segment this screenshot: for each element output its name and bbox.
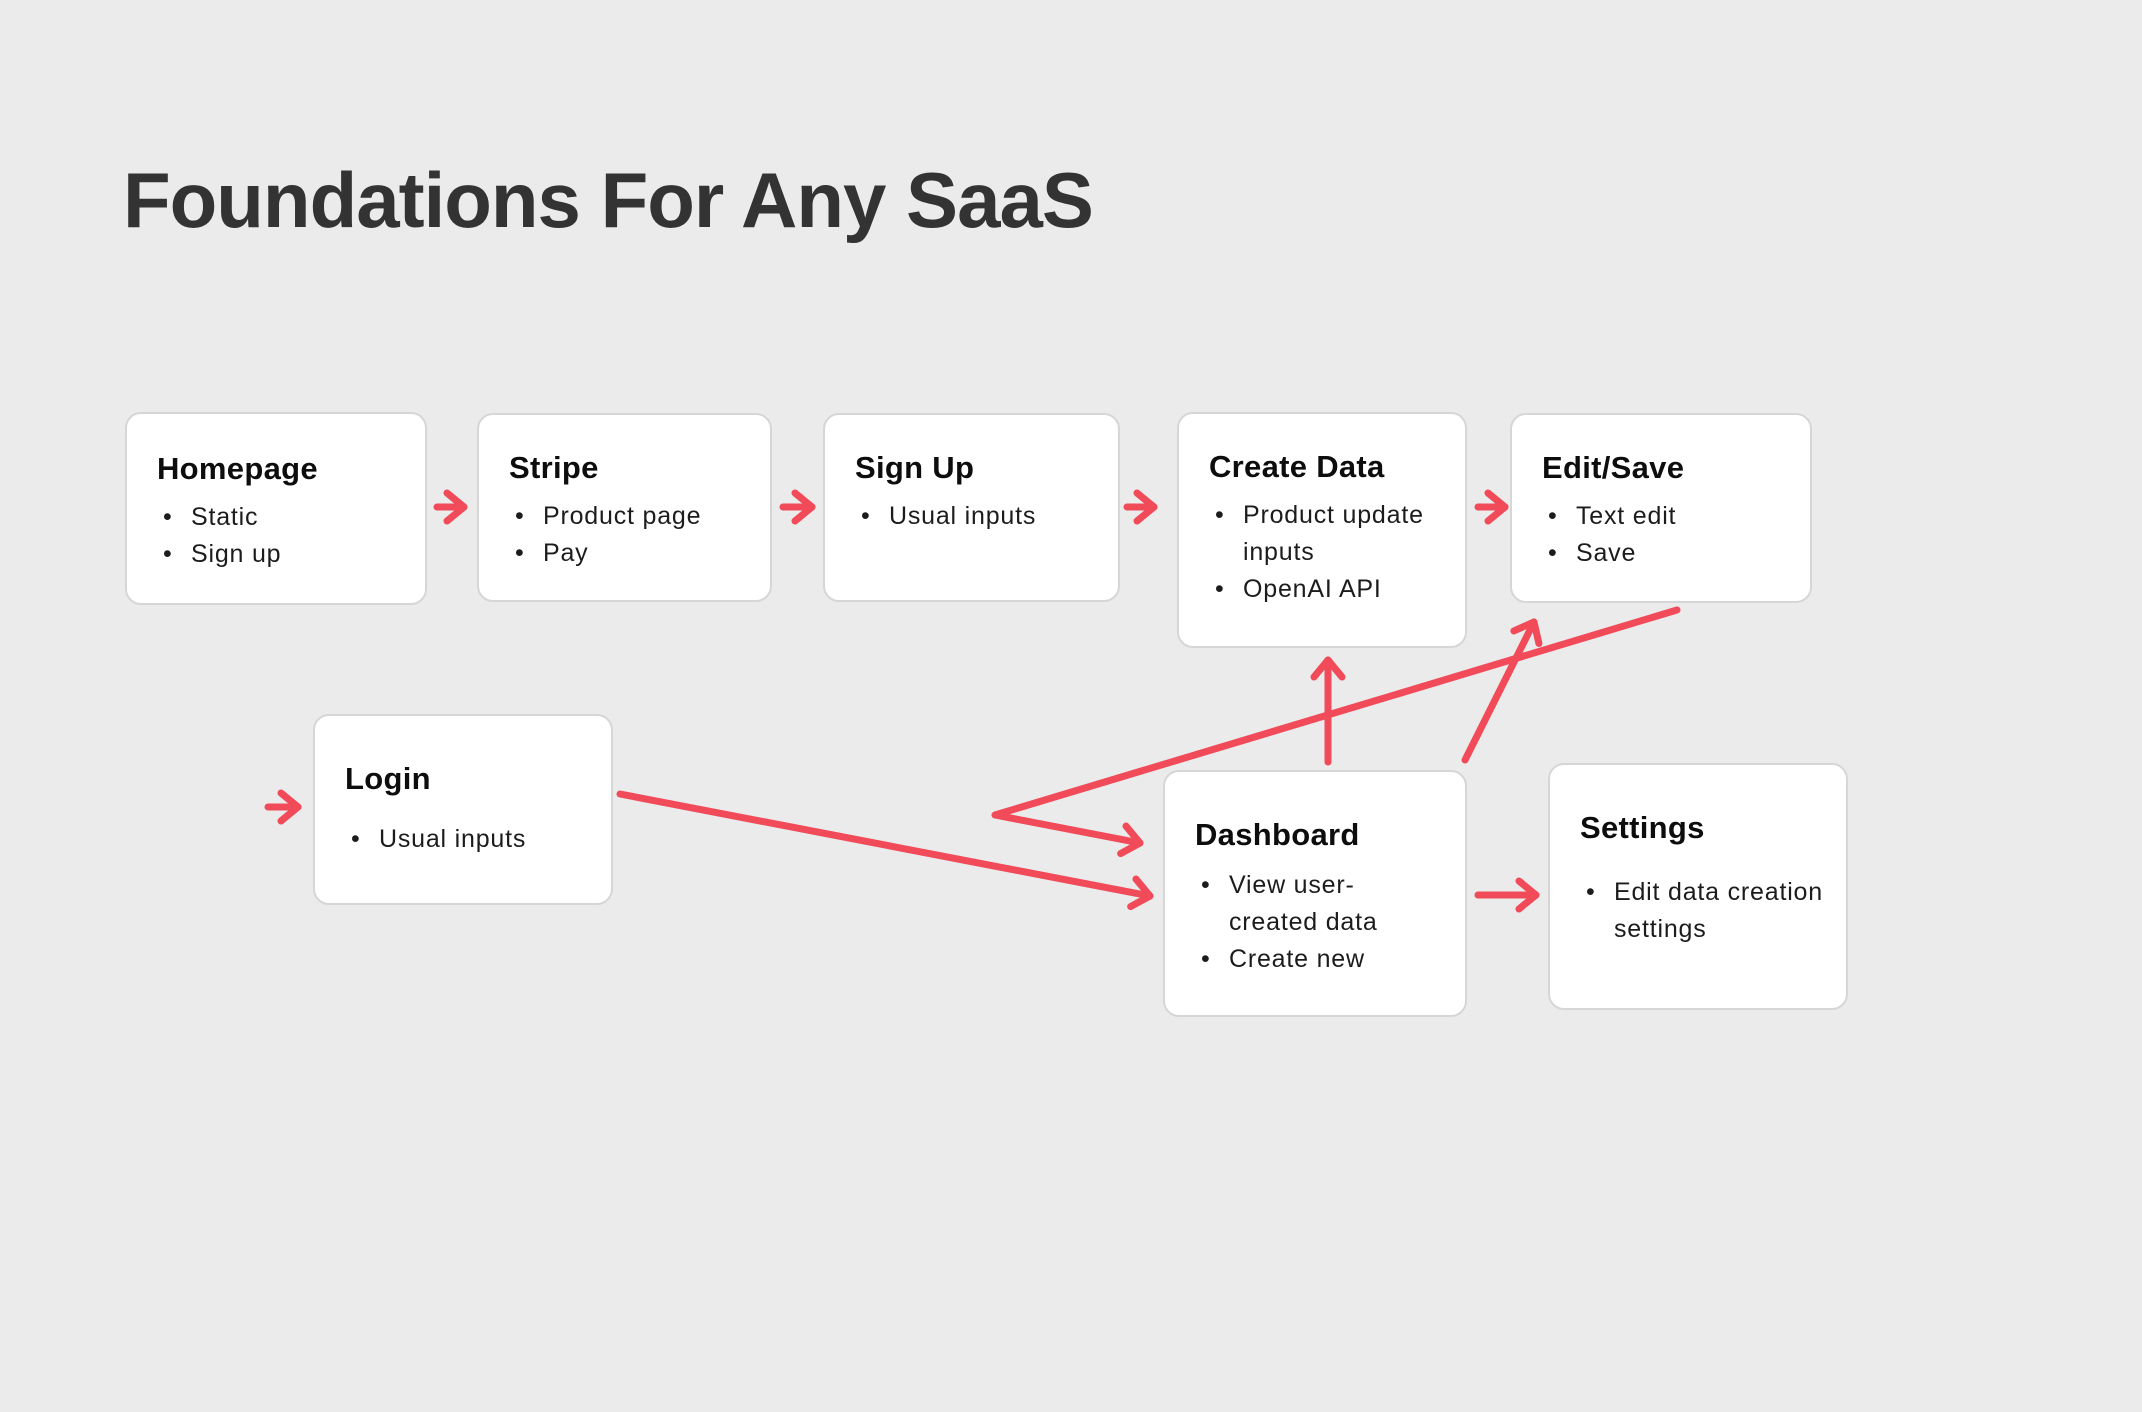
bullet-item: Save xyxy=(1542,535,1786,572)
page-title: Foundations For Any SaaS xyxy=(123,156,1094,244)
node-bullets: Usual inputs xyxy=(345,821,587,858)
node-title: Login xyxy=(345,761,431,796)
bullet-item: Pay xyxy=(509,535,746,572)
node-title: Homepage xyxy=(157,451,318,486)
node-homepage[interactable]: Homepage Static Sign up xyxy=(125,412,427,605)
node-title: Settings xyxy=(1580,810,1705,845)
node-bullets: Text edit Save xyxy=(1542,498,1786,572)
bullet-item: Static xyxy=(157,499,401,536)
node-login[interactable]: Login Usual inputs xyxy=(313,714,613,905)
arrow-dashboard-editsave xyxy=(1461,618,1543,764)
node-title: Sign Up xyxy=(855,450,975,485)
node-create-data[interactable]: Create Data Product update inputs OpenAI… xyxy=(1177,412,1467,648)
bullet-item: Usual inputs xyxy=(855,498,1094,535)
node-signup[interactable]: Sign Up Usual inputs xyxy=(823,413,1120,602)
node-title: Dashboard xyxy=(1195,817,1360,852)
bullet-item: Create new xyxy=(1195,941,1441,978)
bullet-item: Edit data creation settings xyxy=(1580,874,1838,948)
node-bullets: View user-created data Create new xyxy=(1195,867,1441,978)
node-title: Create Data xyxy=(1209,449,1385,484)
bullet-item: Product update inputs xyxy=(1209,497,1441,571)
node-dashboard[interactable]: Dashboard View user-created data Create … xyxy=(1163,770,1467,1017)
bullet-item: Usual inputs xyxy=(345,821,587,858)
node-bullets: Edit data creation settings xyxy=(1580,874,1838,948)
bullet-item: View user-created data xyxy=(1195,867,1441,941)
bullet-item: Text edit xyxy=(1542,498,1786,535)
node-bullets: Product page Pay xyxy=(509,498,746,572)
node-stripe[interactable]: Stripe Product page Pay xyxy=(477,413,772,602)
node-bullets: Usual inputs xyxy=(855,498,1094,535)
node-bullets: Product update inputs OpenAI API xyxy=(1209,497,1441,608)
node-title: Stripe xyxy=(509,450,599,485)
bullet-item: Sign up xyxy=(157,536,401,573)
bullet-item: Product page xyxy=(509,498,746,535)
node-title: Edit/Save xyxy=(1542,450,1685,485)
bullet-item: OpenAI API xyxy=(1209,571,1441,608)
node-settings[interactable]: Settings Edit data creation settings xyxy=(1548,763,1848,1010)
node-bullets: Static Sign up xyxy=(157,499,401,573)
arrow-login-dashboard xyxy=(616,790,1154,911)
node-edit-save[interactable]: Edit/Save Text edit Save xyxy=(1510,413,1812,603)
